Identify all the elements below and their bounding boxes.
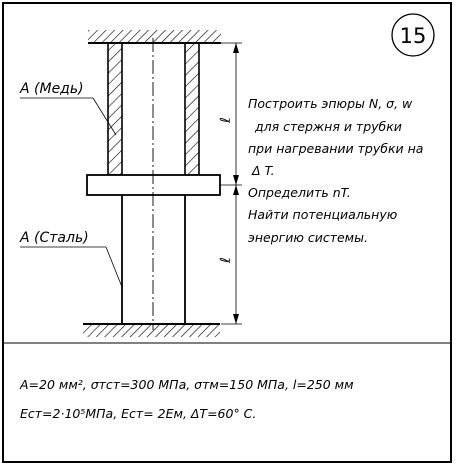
task-line-1: Построить эпюры N, σ, w [248, 96, 413, 111]
copper-tube-right-wall [184, 42, 200, 176]
copper-label: А (Медь) [19, 81, 84, 97]
dimension-arrow-upper-bottom [233, 175, 239, 185]
given-data: A=20 мм², σтст=300 МПа, σтм=150 МПа, l=2… [19, 377, 354, 421]
sheet-frame [2, 2, 452, 463]
copper-tube-left-wall [107, 42, 123, 176]
dimension-arrow-lower-bottom [233, 314, 239, 324]
given-line-1: A=20 мм², σтст=300 МПа, σтм=150 МПа, l=2… [19, 377, 354, 392]
problem-number-circle [391, 13, 435, 57]
given-line-2: Eст=2·10⁵МПа, Eст= 2Eм, ΔT=60° C. [20, 406, 256, 421]
dimension-arrow-upper-top [233, 43, 239, 53]
dimension-arrow-lower-top [233, 185, 239, 195]
task-line-3: при нагревании трубки на [248, 141, 423, 156]
task-line-4: Δ T. [251, 163, 275, 178]
top-support-hatch [88, 30, 221, 43]
task-line-6: Найти потенциальную [248, 207, 397, 222]
steel-leader [105, 246, 123, 288]
task-line-7: энергию системы. [248, 230, 368, 245]
steel-label: А (Сталь) [19, 230, 89, 246]
task-line-2: для стержня и трубки [254, 119, 402, 134]
rigid-plate [86, 174, 221, 196]
length-label-lower: ℓ [218, 257, 234, 264]
bottom-support-hatch [83, 324, 220, 337]
length-label-upper: ℓ [218, 117, 234, 124]
problem-number: 15 [400, 24, 427, 48]
task-line-5: Определить nT. [248, 185, 351, 200]
task-text: Построить эпюры N, σ, w для стержня и тр… [248, 96, 423, 245]
copper-leader [92, 97, 117, 136]
